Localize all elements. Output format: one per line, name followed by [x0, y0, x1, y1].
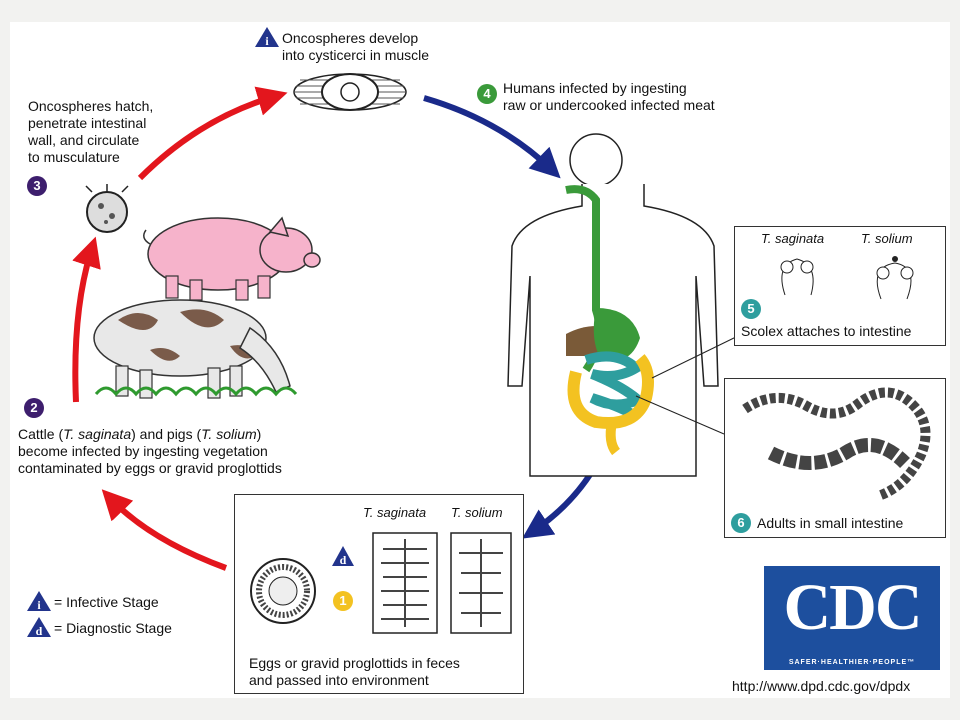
cysticerci-description: Oncospheres develop into cysticerci in m… [282, 30, 429, 64]
eggs-box: T. saginata T. solium d 1 Eggs or gravid… [234, 494, 524, 694]
oncosphere-icon [85, 184, 129, 233]
stage5-badge: 5 [741, 299, 761, 319]
stage1-badge: 1 [333, 591, 353, 611]
svg-text:d: d [340, 553, 347, 567]
egg-and-proglottid-icon [250, 532, 512, 634]
stage2-line3: contaminated by eggs or gravid proglotti… [18, 460, 282, 476]
stage2-line2: become infected by ingesting vegetation [18, 443, 268, 459]
legend-infective-icon: i [27, 591, 51, 612]
diagnostic-marker-icon: d [332, 546, 354, 567]
stage6-caption: Adults in small intestine [757, 515, 904, 531]
stage3-badge: 3 [27, 176, 47, 196]
adults-box: 6 Adults in small intestine [724, 378, 946, 538]
cdc-logo: CDC SAFER·HEALTHIER·PEOPLE™ [764, 566, 940, 670]
stage2-badge: 2 [24, 398, 44, 418]
legend-diagnostic-label: = Diagnostic Stage [54, 620, 172, 636]
cdc-url-link[interactable]: http://www.dpd.cdc.gov/dpdx [732, 678, 911, 694]
stage3-line4: to musculature [28, 149, 120, 165]
svg-text:i: i [37, 598, 41, 612]
svg-text:d: d [36, 624, 43, 638]
legend-diagnostic-icon: d [27, 617, 51, 638]
small-intestine-icon [584, 351, 648, 419]
stage3-description: Oncospheres hatch, penetrate intestinal … [28, 98, 153, 166]
infective-marker-icon: i [255, 27, 279, 48]
eggs-saginata-label: T. saginata [363, 505, 427, 520]
scolex-box: T. saginata T. solium 5 Scolex attaches … [734, 226, 946, 346]
large-intestine-icon [567, 354, 654, 429]
stage3-line3: wall, and circulate [28, 132, 140, 148]
stage5-caption: Scolex attaches to intestine [741, 323, 912, 339]
stage4-line2: raw or undercooked infected meat [503, 97, 715, 113]
muscle-cysticercus-icon [293, 73, 407, 111]
arrow-cattle-to-oncosphere [72, 236, 101, 403]
scolex-saginata-label: T. saginata [761, 231, 825, 246]
stage3-line2: penetrate intestinal [28, 115, 147, 131]
arrow-muscle-to-human [423, 95, 561, 179]
stage3-line1: Oncospheres hatch, [28, 98, 154, 114]
scolex-icon [780, 256, 914, 300]
stage4-line1: Humans infected by ingesting [503, 80, 687, 96]
stage4-description: Humans infected by ingesting raw or unde… [503, 80, 715, 114]
arrow-eggs-to-cattle [101, 489, 228, 571]
stage1-line2: and passed into environment [249, 672, 429, 688]
stage2-description: Cattle (T. saginata) and pigs (T. solium… [18, 426, 282, 477]
cysticerci-line1: Oncospheres develop [282, 30, 419, 46]
arrow-oncosphere-to-muscle [137, 86, 288, 181]
human-body-icon [507, 133, 719, 477]
stage6-badge: 6 [731, 513, 751, 533]
stomach-icon [593, 308, 640, 361]
adult-worm-icon [742, 387, 931, 500]
stage1-description: Eggs or gravid proglottids in feces and … [249, 655, 460, 689]
stage1-line1: Eggs or gravid proglottids in feces [249, 655, 460, 671]
stage4-badge: 4 [477, 84, 497, 104]
scolex-solium-label: T. solium [861, 231, 913, 246]
pig-icon [143, 216, 321, 301]
stage2-line1: Cattle (T. saginata) and pigs (T. solium… [18, 426, 262, 442]
cdc-tagline: SAFER·HEALTHIER·PEOPLE™ [788, 659, 916, 666]
legend-infective-label: = Infective Stage [54, 594, 159, 610]
svg-text:i: i [265, 34, 269, 48]
cdc-logo-text: CDC [783, 571, 923, 644]
cow-icon [93, 299, 298, 399]
eggs-solium-label: T. solium [451, 505, 503, 520]
cysticerci-line2: into cysticerci in muscle [282, 47, 430, 63]
